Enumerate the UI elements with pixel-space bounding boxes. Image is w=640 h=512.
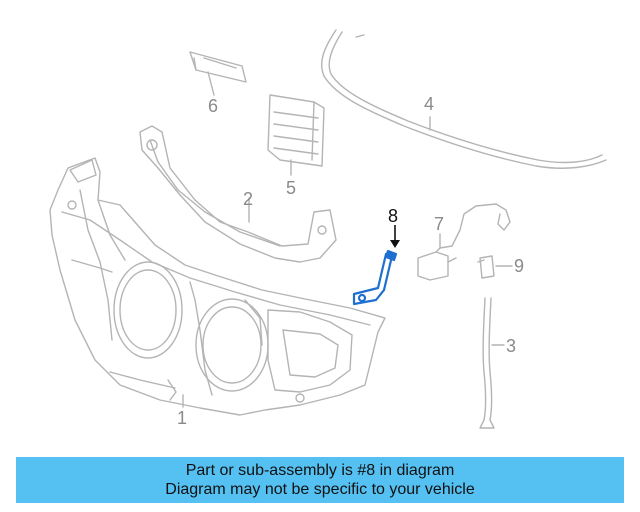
callout-2: 2	[243, 189, 253, 209]
callout-8: 8	[388, 206, 398, 226]
banner-line-disclaimer: Diagram may not be specific to your vehi…	[165, 481, 475, 498]
bracket-part-2	[139, 125, 337, 263]
sensor-part-7	[417, 203, 511, 281]
banner-line-part: Part or sub-assembly is #8 in diagram	[185, 462, 455, 479]
callout-9: 9	[514, 256, 524, 276]
front-end-carrier	[49, 157, 386, 416]
cable-part-3	[479, 297, 495, 429]
callout-7: 7	[434, 214, 444, 234]
parts-diagram: 1 2 3 4 5 6 7 8 9	[49, 29, 607, 429]
height-sensor-part-8	[352, 249, 398, 306]
clip-part-9	[477, 255, 495, 279]
callout-1: 1	[177, 408, 187, 428]
callout-6: 6	[208, 96, 218, 116]
leader-lines	[182, 71, 513, 408]
leader-arrow-8	[390, 240, 400, 248]
grille-part-5	[267, 94, 325, 167]
callout-5: 5	[286, 178, 296, 198]
cover-part-6	[189, 51, 247, 83]
callout-3: 3	[506, 336, 516, 356]
info-banner: Part or sub-assembly is #8 in diagram Di…	[16, 457, 624, 503]
seal-strip-part-4	[320, 29, 607, 169]
callout-4: 4	[424, 94, 434, 114]
